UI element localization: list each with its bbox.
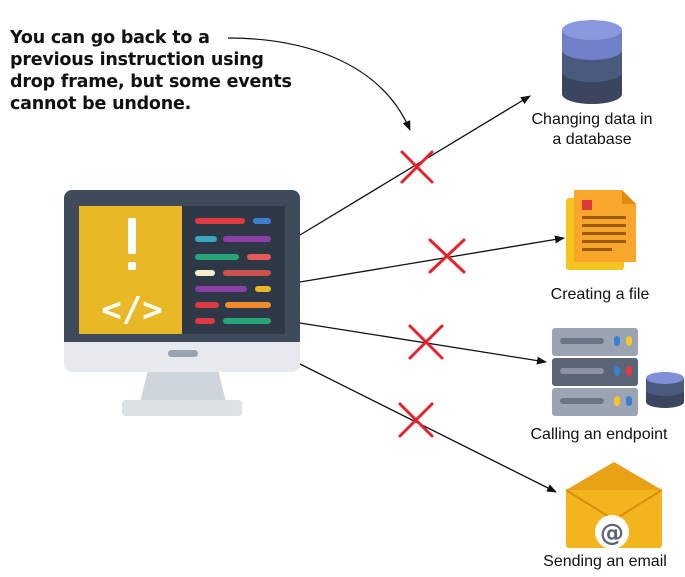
email-icon: @ <box>565 462 663 549</box>
note-line: cannot be undone. <box>10 94 192 114</box>
red-x-icon <box>408 324 444 360</box>
email-label: Sending an email <box>530 552 680 572</box>
small-database-icon <box>646 372 684 408</box>
endpoint-label: Calling an endpoint <box>515 425 683 445</box>
label-line: Sending an email <box>543 553 667 570</box>
label-line: Creating a file <box>550 286 650 303</box>
database-label: Changing data in a database <box>520 110 664 150</box>
label-line: Changing data in <box>531 111 653 128</box>
label-line: Calling an endpoint <box>530 426 668 443</box>
document-icon <box>566 190 636 270</box>
code-lines <box>195 218 271 324</box>
note-line: drop frame, but some events <box>10 72 292 92</box>
red-x-icon <box>398 402 434 438</box>
server-icon <box>552 328 638 416</box>
file-label: Creating a file <box>530 285 670 305</box>
svg-text:@: @ <box>600 519 624 547</box>
note-line: previous instruction using <box>10 50 264 70</box>
svg-text:</>: </> <box>101 290 162 330</box>
annotation-note: You can go back to a previous instructio… <box>10 27 310 115</box>
database-icon <box>562 20 622 104</box>
note-line: You can go back to a <box>10 28 210 48</box>
label-line: a database <box>552 131 632 148</box>
annotation-arrow <box>227 37 411 131</box>
red-x-icon <box>400 150 434 184</box>
arrow-to-file <box>299 235 565 283</box>
arrow-to-endpoint <box>299 322 547 365</box>
arrow-to-email <box>299 363 557 493</box>
computer-monitor-icon: </> <box>64 190 300 416</box>
red-x-icon <box>428 238 466 274</box>
